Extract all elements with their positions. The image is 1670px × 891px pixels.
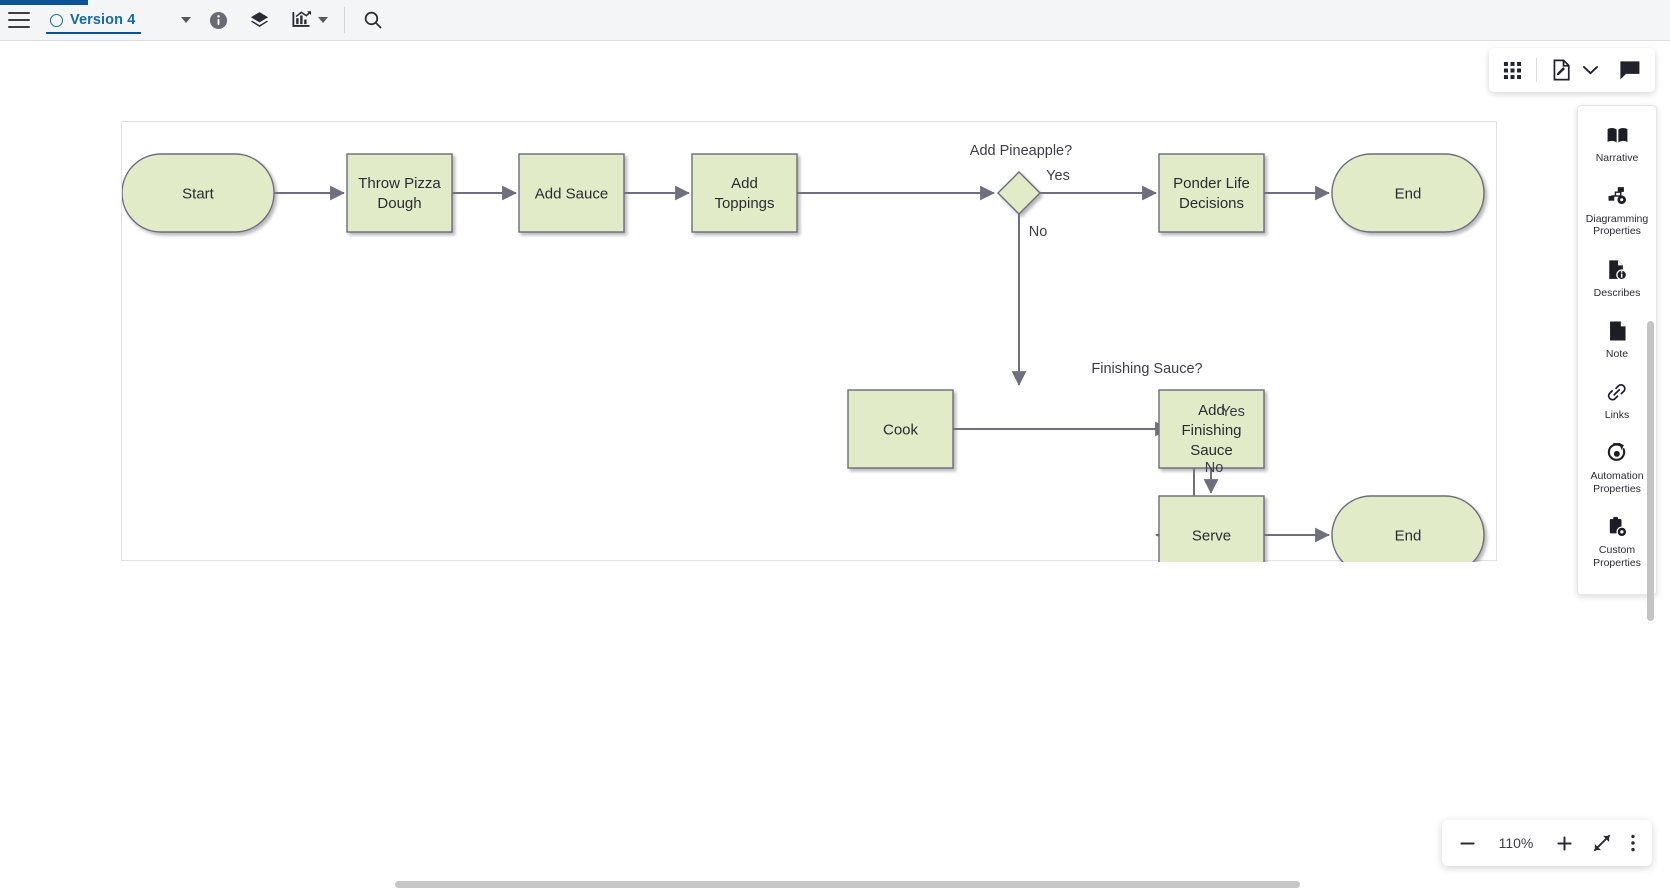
active-tab-accent	[0, 0, 88, 5]
panel-item-label: Automation Properties	[1590, 470, 1644, 495]
node-throw-pizza-dough[interactable]: Throw Pizza Dough	[346, 153, 453, 233]
node-cook[interactable]: Cook	[847, 389, 954, 469]
node-end-top[interactable]: End	[1331, 153, 1485, 233]
panel-item-narrative[interactable]: Narrative	[1578, 116, 1656, 176]
caret-down-icon[interactable]	[318, 17, 329, 23]
node-label: Ponder Life	[1173, 175, 1250, 192]
flowchart-svg[interactable]: Start Throw Pizza Dough Add Sauce Add	[122, 122, 1498, 562]
edge-label-no: No	[1029, 224, 1048, 240]
node-start[interactable]: Start	[122, 153, 275, 233]
node-ponder-life-decisions[interactable]: Ponder Life Decisions	[1158, 153, 1265, 233]
more-vertical-icon[interactable]	[1630, 833, 1636, 853]
edge-label-yes: Yes	[1046, 168, 1070, 184]
node-label: End	[1395, 186, 1422, 203]
node-label: Finishing	[1181, 422, 1241, 439]
right-properties-panel: Narrative Diagramming Properties	[1577, 105, 1657, 621]
zoom-level[interactable]: 110%	[1498, 835, 1534, 851]
panel-item-note[interactable]: Note	[1578, 310, 1656, 372]
panel-item-label: Links	[1604, 408, 1630, 421]
chevron-down-icon[interactable]	[1582, 64, 1599, 76]
chart-icon[interactable]	[291, 10, 313, 30]
panel-item-automation-properties[interactable]: Automation Properties	[1578, 432, 1656, 506]
toolbar-divider	[1536, 58, 1537, 82]
describes-icon	[1606, 259, 1628, 281]
horizontal-scrollbar-thumb[interactable]	[395, 881, 1300, 888]
layers-icon[interactable]	[249, 10, 270, 31]
zoom-controls: 110%	[1442, 820, 1652, 866]
diagram-frame: Start Throw Pizza Dough Add Sauce Add	[121, 121, 1498, 562]
vertical-scrollbar[interactable]	[1647, 321, 1654, 621]
node-label: Sauce	[1190, 442, 1233, 459]
comment-filled-icon[interactable]	[1619, 60, 1641, 80]
panel-item-label: Narrative	[1595, 152, 1639, 164]
diagramming-properties-icon	[1606, 186, 1629, 207]
node-label: Start	[182, 186, 215, 203]
panel-item-label: Custom Properties	[1593, 544, 1641, 569]
document-tab[interactable]: Version 4	[42, 0, 142, 41]
horizontal-scrollbar[interactable]	[0, 877, 1670, 891]
node-label: Add	[1198, 402, 1225, 419]
document-title: Version 4	[70, 12, 136, 28]
node-label: Add Sauce	[535, 186, 608, 203]
top-bar: Version 4	[0, 0, 1670, 41]
zoom-out-button[interactable]	[1458, 834, 1477, 853]
node-label: Decisions	[1179, 195, 1244, 212]
custom-properties-icon	[1606, 516, 1628, 538]
panel-item-diagramming-properties[interactable]: Diagramming Properties	[1578, 176, 1656, 249]
edge-label-no: No	[1205, 460, 1224, 476]
book-icon	[1606, 126, 1629, 146]
right-top-toolbar	[1489, 48, 1655, 92]
fit-screen-icon[interactable]	[1592, 833, 1612, 853]
panel-item-label: Describes	[1593, 286, 1641, 299]
links-icon	[1606, 382, 1628, 403]
node-add-toppings[interactable]: Add Toppings	[691, 153, 798, 233]
vertical-scrollbar-thumb[interactable]	[1647, 321, 1654, 621]
panel-item-label: Diagramming Properties	[1585, 212, 1649, 238]
decision-question-label: Finishing Sauce?	[1091, 361, 1202, 377]
node-decision-add-pineapple[interactable]	[997, 171, 1041, 215]
node-label: Throw Pizza	[358, 175, 441, 192]
info-icon[interactable]	[209, 11, 228, 30]
node-end-bottom[interactable]: End	[1331, 495, 1485, 562]
tab-underline	[46, 31, 142, 34]
node-label: Toppings	[714, 195, 774, 212]
node-label: Dough	[377, 195, 421, 212]
search-icon[interactable]	[363, 10, 383, 30]
panel-item-links[interactable]: Links	[1578, 372, 1656, 433]
node-add-sauce[interactable]: Add Sauce	[518, 153, 625, 233]
panel-item-label: Note	[1605, 348, 1629, 360]
note-icon	[1607, 320, 1628, 342]
node-label: End	[1395, 528, 1422, 545]
diagram-canvas[interactable]: Start Throw Pizza Dough Add Sauce Add	[0, 41, 1670, 891]
hamburger-menu-icon[interactable]	[8, 12, 30, 28]
circle-icon	[50, 13, 63, 27]
document-edit-icon[interactable]	[1551, 59, 1572, 81]
node-add-finishing-sauce[interactable]: Add Finishing Sauce	[1158, 389, 1265, 469]
panel-item-custom-properties[interactable]: Custom Properties	[1578, 506, 1656, 580]
grid-apps-icon[interactable]	[1503, 61, 1522, 80]
decision-question-label: Add Pineapple?	[970, 143, 1072, 159]
automation-properties-icon	[1606, 442, 1628, 464]
panel-item-describes[interactable]: Describes	[1578, 249, 1656, 311]
edge-label-yes: Yes	[1221, 404, 1245, 420]
caret-down-icon[interactable]	[181, 17, 192, 23]
node-label: Add	[731, 175, 758, 192]
zoom-in-button[interactable]	[1555, 834, 1574, 853]
node-label: Cook	[883, 422, 919, 439]
node-serve[interactable]: Serve	[1158, 495, 1265, 562]
toolbar-divider	[344, 7, 346, 33]
edge-label-group: Add Pineapple? Yes No Finishing Sauce? Y…	[970, 143, 1245, 476]
node-group: Start Throw Pizza Dough Add Sauce Add	[122, 153, 1485, 562]
node-label: Serve	[1192, 528, 1231, 545]
